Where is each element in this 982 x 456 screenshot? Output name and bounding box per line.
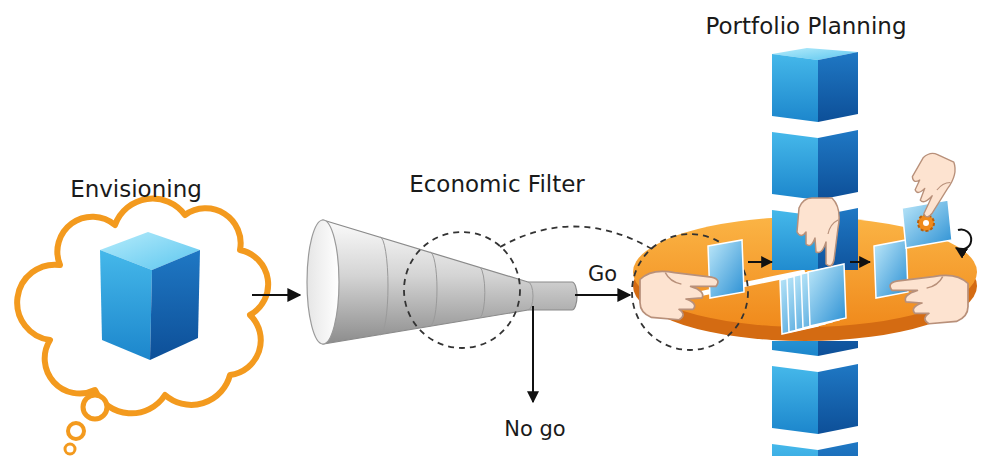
thought-bubble	[68, 423, 84, 439]
cube-face	[150, 250, 200, 360]
move-arrow	[748, 261, 772, 263]
funnel-ring	[480, 267, 485, 318]
idea-cloud-outline	[20, 175, 252, 455]
node-heading: Economic Filter	[392, 170, 602, 198]
hand	[797, 198, 839, 266]
node-heading: Envisioning	[20, 175, 252, 203]
cube-face	[100, 250, 152, 360]
dashed-arc	[500, 226, 652, 249]
hand	[890, 275, 968, 323]
card	[787, 270, 825, 332]
tower-block	[772, 52, 858, 122]
arrow-line	[532, 306, 534, 402]
gear-icon	[923, 220, 929, 226]
portfolio-tower	[772, 48, 858, 456]
card	[780, 272, 818, 334]
idea-cube	[100, 232, 200, 360]
hand-with-card	[874, 240, 968, 324]
card	[808, 264, 846, 326]
disc-gap	[660, 272, 805, 302]
filter-funnel-outline	[300, 170, 575, 380]
hand	[640, 271, 718, 319]
planning-disc: Portfolio Planning	[630, 10, 982, 456]
cloud-outline	[17, 199, 268, 414]
thought-bubble	[65, 444, 75, 454]
card	[708, 240, 744, 298]
focus-circles	[404, 226, 748, 350]
funnel-mouth	[307, 220, 339, 344]
thought-bubble	[83, 395, 107, 419]
card	[801, 266, 839, 328]
filter-funnel: Economic Filter	[300, 170, 575, 380]
hand	[900, 149, 960, 220]
rotate-arrow	[956, 229, 971, 249]
dashed-circle	[632, 234, 748, 350]
tower-block	[772, 364, 858, 434]
card	[874, 240, 908, 298]
edge-label: Go	[578, 261, 628, 287]
funnel-body	[323, 220, 577, 344]
card-stack	[780, 264, 846, 334]
hand-with-card	[640, 240, 744, 320]
funnel-ring	[528, 282, 533, 310]
reject-arrow	[533, 306, 534, 402]
free-label: No go	[495, 416, 575, 442]
card	[902, 200, 952, 248]
flow-arrow	[575, 294, 630, 296]
flow-arrow	[252, 294, 300, 296]
tower-block	[772, 286, 858, 356]
card	[794, 268, 832, 330]
node-heading: Portfolio Planning	[670, 12, 942, 40]
tower-block	[772, 442, 858, 456]
funnel-ring	[430, 252, 437, 326]
hand-with-gear-card	[900, 149, 972, 250]
disc-top	[633, 217, 977, 327]
funnel-ring	[380, 237, 388, 335]
planning-disc-outline	[630, 10, 982, 456]
cube-face	[772, 48, 858, 60]
gear-icon	[918, 215, 934, 231]
dashed-circle	[404, 232, 520, 348]
cube-face	[100, 232, 200, 270]
move-arrow	[850, 261, 870, 263]
tower-block	[772, 208, 858, 278]
idea-cloud: Envisioning	[20, 175, 252, 455]
tower-block	[772, 130, 858, 200]
